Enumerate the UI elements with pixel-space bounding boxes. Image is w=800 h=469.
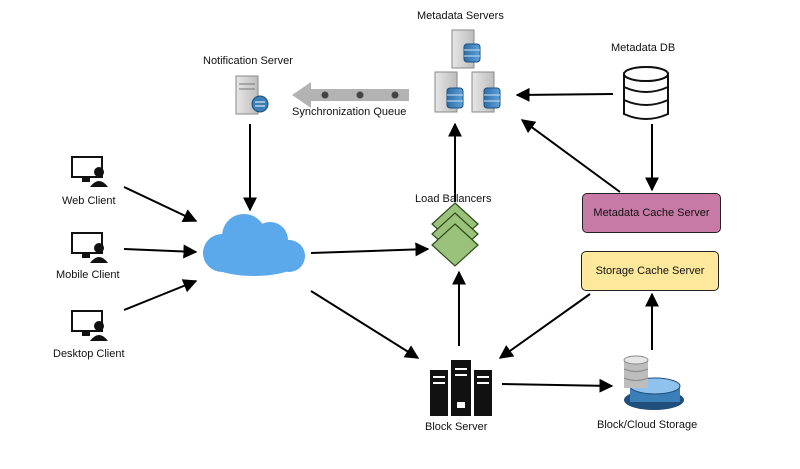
arrow-desktop-client-to-cloud — [123, 279, 198, 311]
metadata-db-label: Metadata DB — [611, 42, 676, 54]
connectors — [123, 87, 659, 393]
arrow-web-client-to-cloud — [123, 186, 198, 222]
load-balancers-label: Load Balancers — [415, 193, 492, 205]
load-balancers-icon — [431, 202, 479, 267]
metadata-servers-label: Metadata Servers — [417, 10, 504, 22]
synchronization-queue-label: Synchronization Queue — [292, 106, 407, 118]
arrow-storage-cache-to-block-server — [498, 293, 591, 359]
block-server-label: Block Server — [425, 421, 488, 433]
arrow-metadata-cache-to-metadata-servers — [520, 119, 621, 193]
arrow-db-to-metadata-servers — [515, 87, 614, 102]
notification-server-icon — [235, 75, 269, 115]
arrow-cloud-to-block-server — [310, 290, 420, 359]
cloud-icon — [203, 214, 305, 276]
mobile-client-icon — [71, 232, 108, 263]
arrow-mobile-client-to-cloud — [123, 244, 198, 259]
desktop-client-label: Desktop Client — [53, 348, 125, 360]
synchronization-queue-arrow — [292, 82, 409, 108]
arrow-block-server-to-storage — [501, 378, 614, 393]
metadata-cache-server-box: Metadata Cache Server — [582, 193, 721, 233]
mobile-client-label: Mobile Client — [56, 269, 120, 281]
desktop-client-icon — [71, 310, 108, 341]
arrow-cloud-to-load-balancers — [310, 242, 430, 257]
metadata-db-icon — [623, 66, 669, 120]
metadata-servers-icon — [434, 29, 501, 113]
block-server-icon — [430, 360, 492, 416]
block-storage-label: Block/Cloud Storage — [597, 419, 698, 431]
notification-server-label: Notification Server — [203, 55, 293, 67]
web-client-label: Web Client — [62, 195, 116, 207]
block-storage-icon — [623, 355, 684, 410]
storage-cache-server-box: Storage Cache Server — [581, 251, 719, 291]
web-client-icon — [71, 156, 108, 187]
